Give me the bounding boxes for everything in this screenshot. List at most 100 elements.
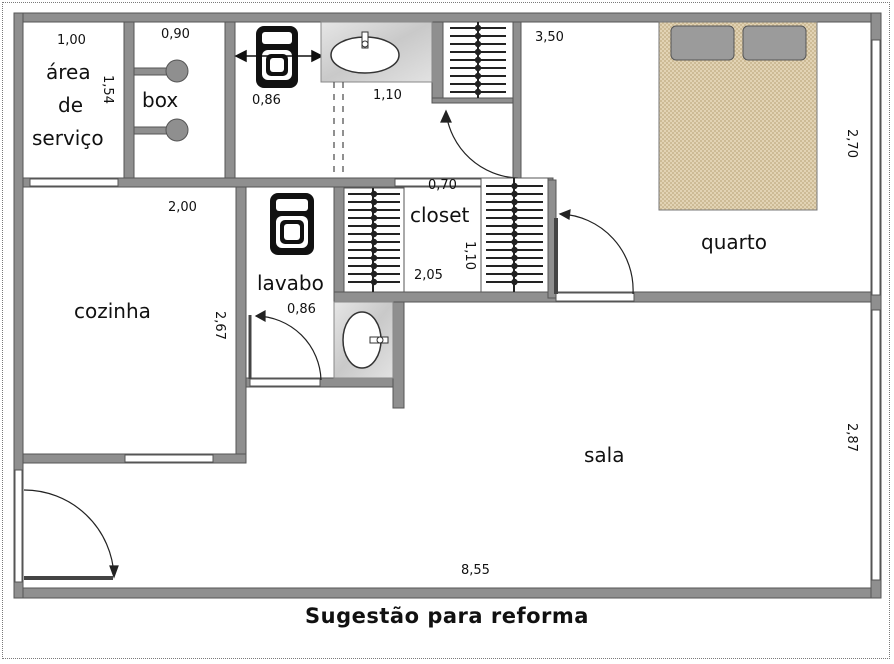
closet-wardrobe-right xyxy=(480,177,549,293)
hanger-hook xyxy=(511,230,518,238)
room-label-box: box xyxy=(142,88,179,112)
lavabo-door-arrow xyxy=(254,309,266,323)
hanger-hook xyxy=(511,278,518,286)
wall-top xyxy=(13,12,882,23)
hanger-hook xyxy=(511,254,518,262)
shower-head-bottom xyxy=(165,118,189,142)
hanger-hook xyxy=(370,198,378,206)
wall-right xyxy=(870,12,882,599)
wall-lavabo-closet xyxy=(333,186,345,298)
doors xyxy=(23,109,634,580)
wardrobe-top xyxy=(442,21,514,99)
window-right-lower xyxy=(871,309,881,581)
hanger-hook xyxy=(511,222,518,230)
hanger-hook xyxy=(474,72,482,80)
dim-cozinha-width: 2,00 xyxy=(168,200,197,215)
dim-closet-door: 0,70 xyxy=(428,178,457,193)
window-servico xyxy=(29,178,119,187)
hanger-hook xyxy=(474,32,482,40)
hanger-hook xyxy=(370,246,378,254)
bed-icon xyxy=(658,21,818,211)
hanger-hook xyxy=(511,270,518,278)
wall-openings xyxy=(29,178,635,463)
dim-sala-height: 2,87 xyxy=(843,423,859,452)
window-right-upper xyxy=(871,39,881,296)
room-label-area-servico-1: área xyxy=(46,60,91,84)
dim-bath-sink-width: 1,10 xyxy=(373,88,402,103)
windows xyxy=(14,39,881,583)
hanger-hook xyxy=(474,88,482,96)
wall-bottom xyxy=(13,587,882,599)
hanger-hook xyxy=(511,214,518,222)
hanger-hook xyxy=(511,190,518,198)
room-label-area-servico-3: serviço xyxy=(32,126,104,150)
wall-bath-shower xyxy=(431,21,444,103)
shower-head-top xyxy=(165,59,189,83)
hanger-hook xyxy=(474,40,482,48)
wall-lavabo-sink-right xyxy=(392,301,405,409)
hanger-hook xyxy=(370,190,378,198)
room-label-quarto: quarto xyxy=(701,230,767,254)
hanger-hook xyxy=(474,64,482,72)
dim-lavabo-width: 0,86 xyxy=(287,302,316,317)
bath-door-swing xyxy=(445,111,519,179)
room-label-cozinha: cozinha xyxy=(74,299,151,323)
lavabo-sink-icon xyxy=(333,301,394,379)
quarto-door-swing xyxy=(559,213,634,295)
wall-left xyxy=(13,12,24,599)
hanger-hook xyxy=(370,254,378,262)
dim-closet-height: 1,10 xyxy=(461,241,477,270)
toilet-dimension-arrow xyxy=(234,49,324,63)
bath-door-arrow xyxy=(440,109,452,123)
quarto-door-arrow xyxy=(558,209,571,220)
dim-quarto-width: 3,50 xyxy=(535,30,564,45)
lavabo-door-swing xyxy=(255,315,322,381)
hanger-hook xyxy=(370,214,378,222)
hanger-hook xyxy=(511,246,518,254)
hanger-hook xyxy=(511,262,518,270)
dim-quarto-height: 2,70 xyxy=(843,129,859,158)
dim-box-width: 0,90 xyxy=(161,27,190,42)
hanger-hook xyxy=(511,198,518,206)
hanger-hook xyxy=(370,270,378,278)
hanger-hook xyxy=(511,182,518,190)
wall-shower-right xyxy=(512,21,522,179)
dim-area-servico-width: 1,00 xyxy=(57,33,86,48)
room-label-area-servico-2: de xyxy=(58,93,83,117)
entrance-door-swing xyxy=(23,489,115,577)
bath-sink-icon xyxy=(320,21,433,83)
wall-cozinha-lavabo xyxy=(235,186,247,464)
plan-caption: Sugestão para reforma xyxy=(305,604,589,628)
outer-walls xyxy=(13,12,882,599)
door-gap-quarto xyxy=(555,292,635,302)
dim-bath-toilet-width: 0,86 xyxy=(252,93,281,108)
door-gap-lavabo xyxy=(249,378,321,387)
hanger-hook xyxy=(370,230,378,238)
dim-total-width: 8,55 xyxy=(461,563,490,578)
wall-shower-bottom xyxy=(431,97,521,104)
hanger-hook xyxy=(370,238,378,246)
room-label-sala: sala xyxy=(584,443,625,467)
hanger-hook xyxy=(370,262,378,270)
bath-toilet-icon xyxy=(256,26,298,88)
hanger-hook xyxy=(370,206,378,214)
hanger-hook xyxy=(511,206,518,214)
hanger-hook xyxy=(474,24,482,32)
dim-area-servico-height: 1,54 xyxy=(99,75,115,104)
hanger-hook xyxy=(511,238,518,246)
entrance-door-arrow xyxy=(109,565,119,579)
dim-cozinha-height: 2,67 xyxy=(211,311,227,340)
hanger-hook xyxy=(370,222,378,230)
closet-wardrobe-left xyxy=(343,187,405,293)
wall-servico-box xyxy=(123,21,135,181)
box-fixtures xyxy=(133,59,189,142)
room-label-closet: closet xyxy=(410,203,470,227)
hanger-hook xyxy=(474,48,482,56)
window-cozinha-bottom xyxy=(124,454,214,463)
dim-closet-width: 2,05 xyxy=(414,268,443,283)
hanger-hook xyxy=(474,80,482,88)
wall-box-bath xyxy=(224,21,236,181)
hanger-hook xyxy=(474,56,482,64)
hanger-hook xyxy=(370,278,378,286)
